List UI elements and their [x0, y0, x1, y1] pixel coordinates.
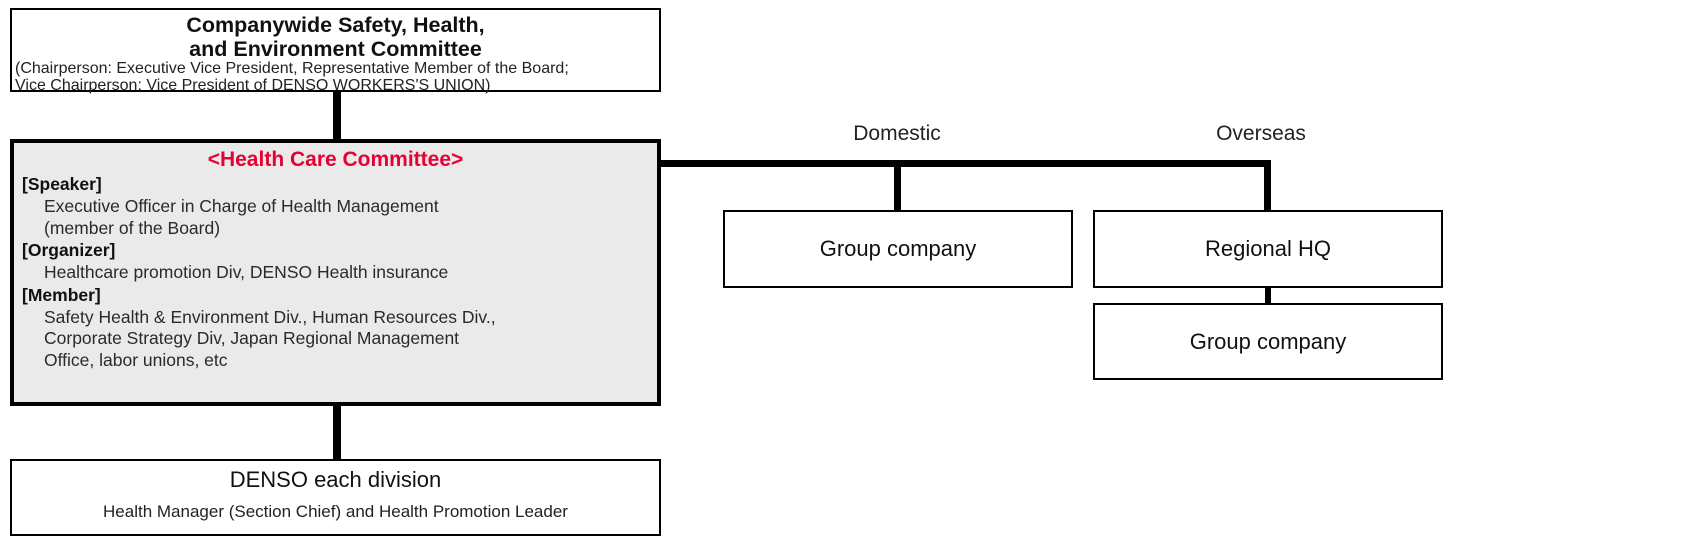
companywide-committee-title-line2: and Environment Committee [189, 37, 482, 61]
denso-division-box: DENSO each division Health Manager (Sect… [10, 459, 661, 536]
regional-hq-box: Regional HQ [1093, 210, 1443, 288]
member-line-3: Office, labor unions, etc [44, 349, 228, 370]
organizer-line-1: Healthcare promotion Div, DENSO Health i… [44, 262, 449, 282]
overseas-group-company-box: Group company [1093, 303, 1443, 380]
member-section-header: [Member] [22, 284, 101, 305]
denso-division-title: DENSO each division [229, 467, 442, 492]
domestic-group-company-label: Group company [819, 236, 977, 261]
organizer-section-header: [Organizer] [22, 240, 116, 260]
overseas-elbow-line [1264, 160, 1271, 210]
speaker-line-1: Executive Officer in Charge of Health Ma… [44, 196, 439, 216]
companywide-committee-title-line1: Companywide Safety, Health, [186, 13, 485, 37]
member-line-1: Safety Health & Environment Div., Human … [44, 306, 496, 327]
denso-division-subtitle: Health Manager (Section Chief) and Healt… [103, 502, 568, 521]
branch-horizontal-line [661, 160, 1271, 167]
member-line-2: Corporate Strategy Div, Japan Regional M… [44, 328, 460, 348]
speaker-section-header: [Speaker] [22, 174, 102, 194]
companywide-committee-subtitle-line2: Vice Chairperson: Vice President of DENS… [15, 76, 491, 94]
domestic-group-company-box: Group company [723, 210, 1073, 288]
health-care-committee-box: <Health Care Committee> [Speaker] Execut… [10, 139, 661, 406]
connector-bottom-vertical [333, 406, 341, 459]
companywide-committee-subtitle-line1: (Chairperson: Executive Vice President, … [15, 60, 569, 77]
connector-top-vertical [333, 92, 341, 139]
regional-hq-to-group-connector [1265, 288, 1271, 303]
overseas-group-company-label: Group company [1189, 328, 1347, 354]
overseas-label: Overseas [1216, 122, 1306, 145]
domestic-label: Domestic [853, 122, 941, 145]
health-care-committee-title: <Health Care Committee> [207, 148, 464, 171]
domestic-drop-line [894, 163, 901, 210]
companywide-committee-box: Companywide Safety, Health, and Environm… [10, 8, 661, 94]
regional-hq-label: Regional HQ [1205, 236, 1331, 261]
speaker-line-2: (member of the Board) [44, 217, 221, 238]
